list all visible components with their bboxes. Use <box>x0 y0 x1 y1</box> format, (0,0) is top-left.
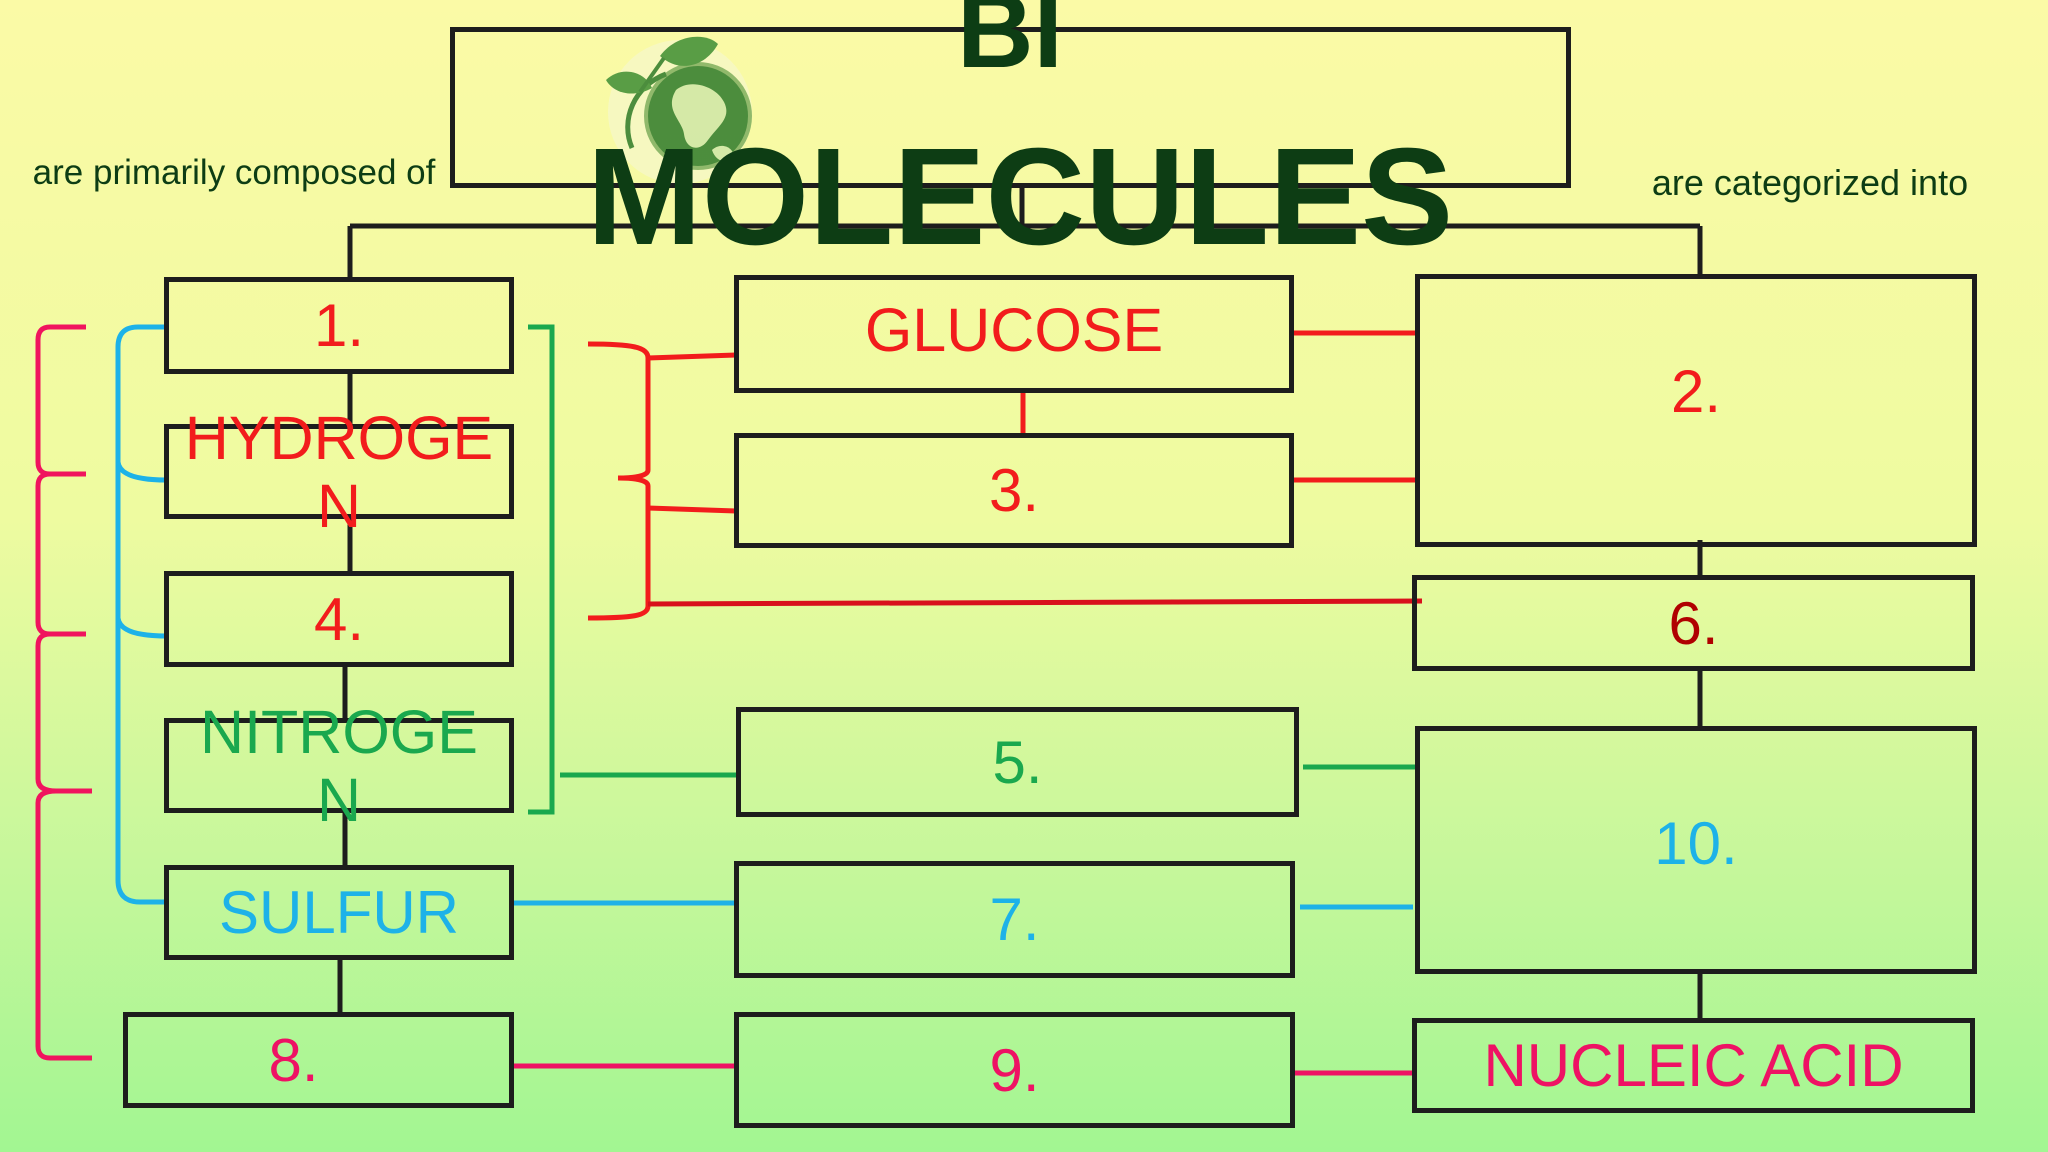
monomer-box-glucose: GLUCOSE <box>734 275 1294 393</box>
tree-connectors <box>337 186 1703 1020</box>
category-label-nucleic-acid: NUCLEIC ACID <box>1483 1032 1904 1099</box>
element-box-hydrogen <box>164 424 514 519</box>
right-caption: are categorized into <box>1651 162 1969 203</box>
green-links <box>528 324 1418 815</box>
element-box-1: 1. <box>164 277 514 374</box>
link-to-6 <box>647 598 1423 607</box>
element-label-8: 8. <box>268 1026 319 1094</box>
blue-links <box>115 324 1413 910</box>
monomer-box-3: 3. <box>734 433 1294 548</box>
leaf-globe-icon <box>606 36 752 184</box>
red-links <box>587 330 1417 621</box>
pink-links <box>513 1063 1413 1076</box>
category-box-6: 6. <box>1412 575 1975 671</box>
category-box-nucleic-acid: NUCLEIC ACID <box>1412 1018 1975 1113</box>
element-label-4: 4. <box>313 585 365 653</box>
monomer-box-5: 5. <box>736 707 1299 817</box>
monomer-box-7: 7. <box>734 861 1295 978</box>
monomer-label-glucose: GLUCOSE <box>864 295 1164 364</box>
magenta-braces <box>35 324 92 1061</box>
category-box-2: 2. <box>1415 274 1977 547</box>
element-box-4: 4. <box>164 571 514 667</box>
category-box-10: 10. <box>1415 726 1977 974</box>
element-label-1: 1. <box>313 292 365 359</box>
element-box-sulfur: SULFUR <box>164 865 514 960</box>
element-box-nitrogen <box>164 718 514 813</box>
category-label-2: 2. <box>1670 358 1722 425</box>
category-label-10: 10. <box>1654 809 1738 877</box>
title-line-2: MOLECULES <box>586 120 1454 274</box>
monomer-label-7: 7. <box>989 886 1040 953</box>
monomer-label-5: 5. <box>992 728 1043 796</box>
monomer-label-3: 3. <box>988 457 1040 524</box>
monomer-box-9: 9. <box>734 1012 1295 1128</box>
left-caption: are primarily composed of <box>32 153 436 192</box>
title-line-1: BI <box>957 0 1063 90</box>
element-label-hydrogen: HYDROGEN <box>184 404 494 540</box>
element-label-sulfur: SULFUR <box>218 879 460 946</box>
title-box <box>450 27 1571 188</box>
monomer-label-9: 9. <box>989 1036 1040 1104</box>
element-label-nitrogen: NITROGEN <box>200 698 478 834</box>
element-box-8: 8. <box>123 1012 514 1108</box>
category-label-6: 6. <box>1668 589 1719 657</box>
